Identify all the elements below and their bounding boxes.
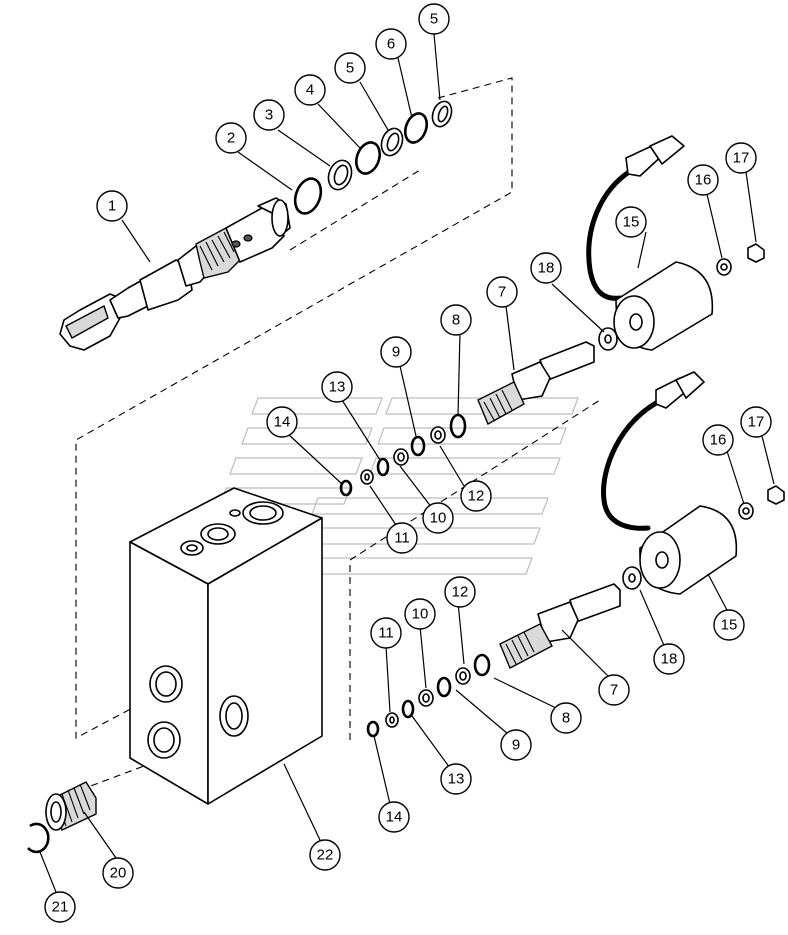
svg-text:21: 21 [52, 899, 69, 916]
callout-5-top-right: 5 [418, 3, 450, 35]
svg-text:7: 7 [610, 682, 618, 699]
callout-9-lower: 9 [500, 729, 532, 761]
callout-17-lower: 17 [740, 406, 772, 438]
svg-text:9: 9 [392, 344, 400, 361]
svg-text:17: 17 [733, 150, 750, 167]
svg-text:5: 5 [430, 11, 438, 28]
callout-13-lower: 13 [440, 763, 472, 795]
callout-7-upper: 7 [486, 276, 518, 308]
callout-6: 6 [375, 28, 407, 60]
callout-10-upper: 10 [422, 502, 454, 534]
callout-10-lower: 10 [404, 598, 436, 630]
callout-5-top: 5 [334, 52, 366, 84]
svg-text:12: 12 [452, 584, 469, 601]
cartridge-valve [59, 197, 291, 351]
svg-text:2: 2 [227, 130, 235, 147]
callout-13-upper: 13 [321, 371, 353, 403]
callout-22: 22 [309, 839, 341, 871]
callout-14-upper: 14 [266, 406, 298, 438]
top-seal-rings [293, 100, 453, 215]
svg-text:20: 20 [110, 865, 127, 882]
callout-15-lower: 15 [713, 609, 745, 641]
svg-text:18: 18 [538, 260, 555, 277]
svg-text:1: 1 [108, 198, 116, 215]
callout-7-lower: 7 [598, 674, 630, 706]
callout-14-lower: 14 [378, 801, 410, 833]
svg-text:10: 10 [430, 510, 447, 527]
svg-text:8: 8 [452, 312, 460, 329]
leader-lines [39, 33, 775, 893]
plug-and-snap-ring [27, 781, 97, 854]
svg-text:15: 15 [623, 214, 640, 231]
svg-text:11: 11 [394, 530, 410, 547]
svg-text:4: 4 [306, 82, 314, 99]
callout-1: 1 [96, 190, 128, 222]
callout-11-lower: 11 [370, 617, 402, 649]
svg-text:16: 16 [710, 432, 727, 449]
callout-8-upper: 8 [440, 304, 472, 336]
svg-text:9: 9 [512, 737, 520, 754]
callout-4: 4 [294, 74, 326, 106]
callout-8-lower: 8 [550, 702, 582, 734]
lower-valve-stem [366, 583, 621, 738]
svg-text:3: 3 [265, 107, 273, 124]
callout-18-lower: 18 [653, 643, 685, 675]
svg-text:11: 11 [378, 625, 394, 642]
callout-21: 21 [44, 891, 76, 923]
callout-2: 2 [215, 122, 247, 154]
svg-text:14: 14 [386, 809, 403, 826]
svg-text:8: 8 [562, 710, 570, 727]
svg-text:12: 12 [468, 488, 485, 505]
svg-text:18: 18 [661, 651, 678, 668]
lower-solenoid [601, 371, 785, 595]
svg-text:10: 10 [412, 606, 429, 623]
callout-12-upper: 12 [460, 480, 492, 512]
svg-text:13: 13 [329, 379, 346, 396]
svg-text:13: 13 [448, 771, 465, 788]
upper-valve-stem [339, 341, 595, 497]
upper-solenoid [586, 135, 765, 351]
callout-16-upper: 16 [687, 164, 719, 196]
callout-3: 3 [253, 99, 285, 131]
assembly-dashed-lines [75, 77, 601, 791]
callout-20: 20 [102, 857, 134, 889]
callout-11-upper: 11 [386, 522, 418, 554]
svg-text:5: 5 [346, 60, 354, 77]
svg-text:7: 7 [498, 284, 506, 301]
svg-text:6: 6 [387, 36, 395, 53]
svg-text:17: 17 [748, 414, 765, 431]
callout-18-upper: 18 [530, 252, 562, 284]
svg-text:16: 16 [695, 172, 712, 189]
callout-16-lower: 16 [702, 424, 734, 456]
svg-text:14: 14 [274, 414, 291, 431]
svg-text:15: 15 [721, 617, 738, 634]
callout-12-lower: 12 [444, 576, 476, 608]
callout-9-upper: 9 [380, 336, 412, 368]
svg-text:22: 22 [317, 847, 334, 864]
callout-17-upper: 17 [725, 142, 757, 174]
callout-15-upper: 15 [615, 206, 647, 238]
manifold-block [129, 487, 323, 805]
